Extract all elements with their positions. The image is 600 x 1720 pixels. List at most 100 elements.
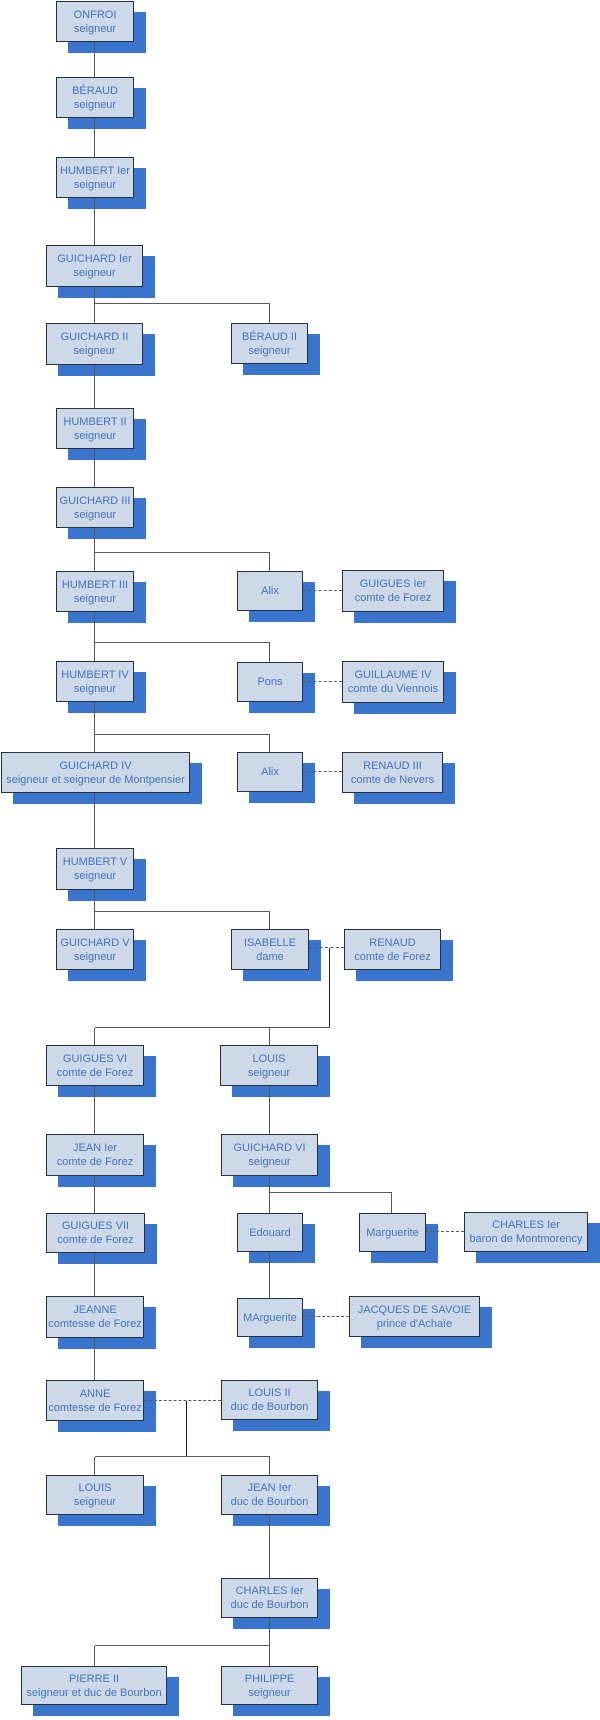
descent-connector bbox=[94, 449, 95, 487]
person-name: Edouard bbox=[249, 1226, 291, 1239]
descent-connector bbox=[269, 304, 270, 323]
person-name: LOUIS bbox=[252, 1052, 286, 1065]
person-title: comte de Nevers bbox=[350, 773, 435, 786]
person-title: seigneur bbox=[73, 267, 116, 279]
person-title: seigneur et duc de Bourbon bbox=[26, 1686, 162, 1699]
person-name: ONFROI bbox=[73, 8, 117, 21]
person-title: comtesse de Forez bbox=[48, 1318, 142, 1330]
descent-connector bbox=[269, 1028, 270, 1045]
marriage-dashed-connector bbox=[144, 1400, 221, 1401]
descent-connector bbox=[95, 1645, 270, 1646]
person-name: PHILIPPE bbox=[244, 1672, 295, 1685]
descent-connector bbox=[269, 912, 270, 929]
person-title: seigneur bbox=[73, 22, 117, 35]
person-name: GUICHARD VI bbox=[233, 1142, 306, 1154]
person-name: JACQUES DE SAVOIE bbox=[357, 1303, 472, 1316]
person-node-marguerite-2: MArguerite bbox=[237, 1298, 303, 1337]
marriage-dashed-connector bbox=[303, 771, 342, 772]
descent-connector bbox=[94, 1086, 95, 1134]
person-name: BÉRAUD bbox=[72, 84, 118, 97]
descent-connector bbox=[94, 528, 95, 571]
descent-connector bbox=[94, 702, 95, 752]
person-title: seigneur bbox=[73, 345, 116, 357]
person-name: RENAUD III bbox=[363, 759, 422, 772]
descent-connector bbox=[269, 1176, 270, 1213]
descent-connector bbox=[95, 734, 270, 735]
descent-connector bbox=[95, 303, 270, 304]
person-name: RENAUD bbox=[369, 936, 416, 949]
person-title: seigneur bbox=[248, 1156, 291, 1168]
person-title: seigneur bbox=[73, 870, 117, 882]
descent-connector bbox=[95, 1027, 330, 1028]
person-title: comte de Forez bbox=[354, 592, 432, 604]
person-name: GUICHARD IV bbox=[59, 759, 132, 772]
person-title: seigneur bbox=[73, 950, 117, 963]
person-node-guigues-1: GUIGUES Ier comte de Forez bbox=[342, 570, 444, 612]
person-title: comte de Forez bbox=[56, 1156, 134, 1168]
person-node-guichard-6: GUICHARD VI seigneur bbox=[221, 1134, 318, 1176]
person-name: Alix bbox=[261, 766, 279, 778]
person-title: comtesse de Forez bbox=[48, 1401, 142, 1414]
marriage-dashed-connector bbox=[303, 681, 342, 682]
person-name: HUMBERT Ier bbox=[60, 164, 130, 177]
person-name: ISABELLE bbox=[244, 936, 296, 949]
marriage-dashed-connector bbox=[309, 947, 344, 948]
person-title: comte du Viennois bbox=[347, 683, 439, 695]
marriage-dashed-connector bbox=[426, 1231, 464, 1232]
marriage-dashed-connector bbox=[303, 1316, 349, 1317]
person-name: Pons bbox=[257, 676, 283, 688]
person-name: GUICHARD II bbox=[60, 331, 129, 343]
person-name: GUIGUES VI bbox=[62, 1052, 128, 1065]
person-title: seigneur et seigneur de Montpensier bbox=[6, 773, 185, 786]
person-node-edouard: Edouard bbox=[237, 1213, 303, 1252]
descent-connector bbox=[329, 948, 330, 1028]
person-name: BÉRAUD II bbox=[241, 330, 297, 343]
person-name: LOUIS bbox=[78, 1482, 112, 1494]
person-name: HUMBERT IV bbox=[61, 668, 129, 681]
marriage-dashed-connector bbox=[303, 590, 342, 591]
descent-connector bbox=[94, 612, 95, 661]
descent-connector bbox=[94, 1176, 95, 1213]
person-name: GUICHARD Ier bbox=[57, 253, 132, 265]
person-title: baron de Montmorency bbox=[469, 1233, 583, 1245]
person-name: Alix bbox=[261, 585, 279, 597]
person-name: GUIGUES VII bbox=[61, 1220, 130, 1232]
descent-connector bbox=[94, 365, 95, 408]
person-name: GUIGUES Ier bbox=[359, 578, 427, 590]
descent-connector bbox=[94, 42, 95, 77]
person-name: MArguerite bbox=[243, 1311, 297, 1324]
descent-connector bbox=[94, 1646, 95, 1666]
person-title: prince d'Achaïe bbox=[376, 1317, 453, 1330]
person-name: CHARLES Ier bbox=[235, 1585, 304, 1597]
person-name: LOUIS II bbox=[248, 1387, 291, 1399]
person-title: seigneur bbox=[248, 1686, 291, 1699]
descent-connector bbox=[269, 1252, 270, 1298]
descent-connector bbox=[186, 1401, 187, 1457]
descent-connector bbox=[94, 1028, 95, 1045]
person-title: seigneur bbox=[247, 1066, 291, 1079]
descent-connector bbox=[270, 1192, 392, 1193]
person-name: GUILLAUME IV bbox=[354, 669, 432, 681]
person-node-alix-2: Alix bbox=[237, 752, 303, 792]
person-title: comte de Forez bbox=[354, 950, 431, 963]
descent-connector bbox=[94, 1457, 95, 1475]
